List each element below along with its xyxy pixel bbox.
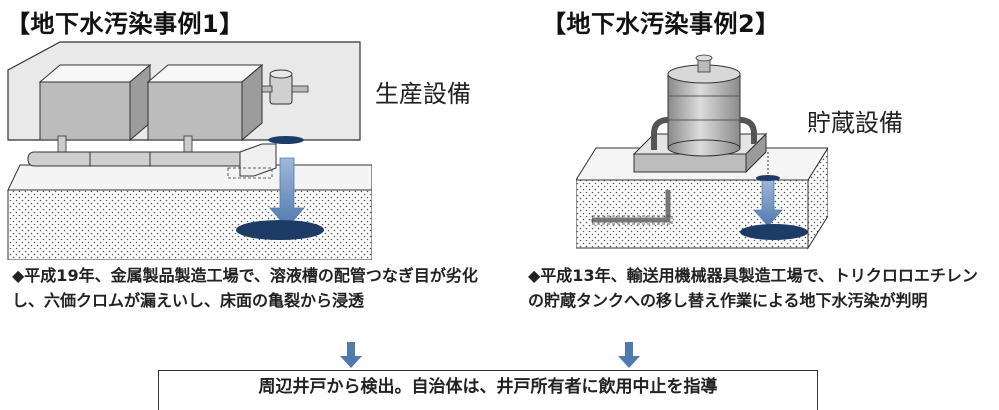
case2-title: 【地下水汚染事例2】 <box>542 10 780 38</box>
case1-title: 【地下水汚染事例1】 <box>6 10 244 38</box>
seepage-arrow <box>753 179 783 227</box>
contamination-plume <box>236 220 324 240</box>
contamination-plume <box>740 224 808 240</box>
conclusion-box: 周辺井戸から検出。自治体は、井戸所有者に飲用中止を指導 <box>158 370 818 410</box>
down-arrow-right <box>618 342 640 368</box>
tank-left <box>39 81 131 141</box>
containment-basin <box>633 153 747 173</box>
case1-description: ◆平成19年、金属製品製造工場で、溶液槽の配管つなぎ目が劣化し、六価クロムが漏え… <box>12 266 478 310</box>
storage-tank <box>667 73 741 149</box>
spill-surface <box>268 136 304 144</box>
storage-facility-illustration <box>576 54 828 250</box>
down-arrow-left <box>340 342 362 368</box>
case1-facility-label: 生産設備 <box>375 80 471 108</box>
seepage-arrow <box>269 157 305 229</box>
case2-facility-label: 貯蔵設備 <box>807 109 903 137</box>
tank-right <box>147 81 243 141</box>
pipe-run <box>27 151 249 167</box>
floor-top <box>7 164 372 191</box>
production-facility-illustration <box>7 41 372 260</box>
case2-description: ◆平成13年、輸送用機械器具製造工場で、トリクロロエチレンの貯蔵タンクへの移し替… <box>528 266 978 310</box>
